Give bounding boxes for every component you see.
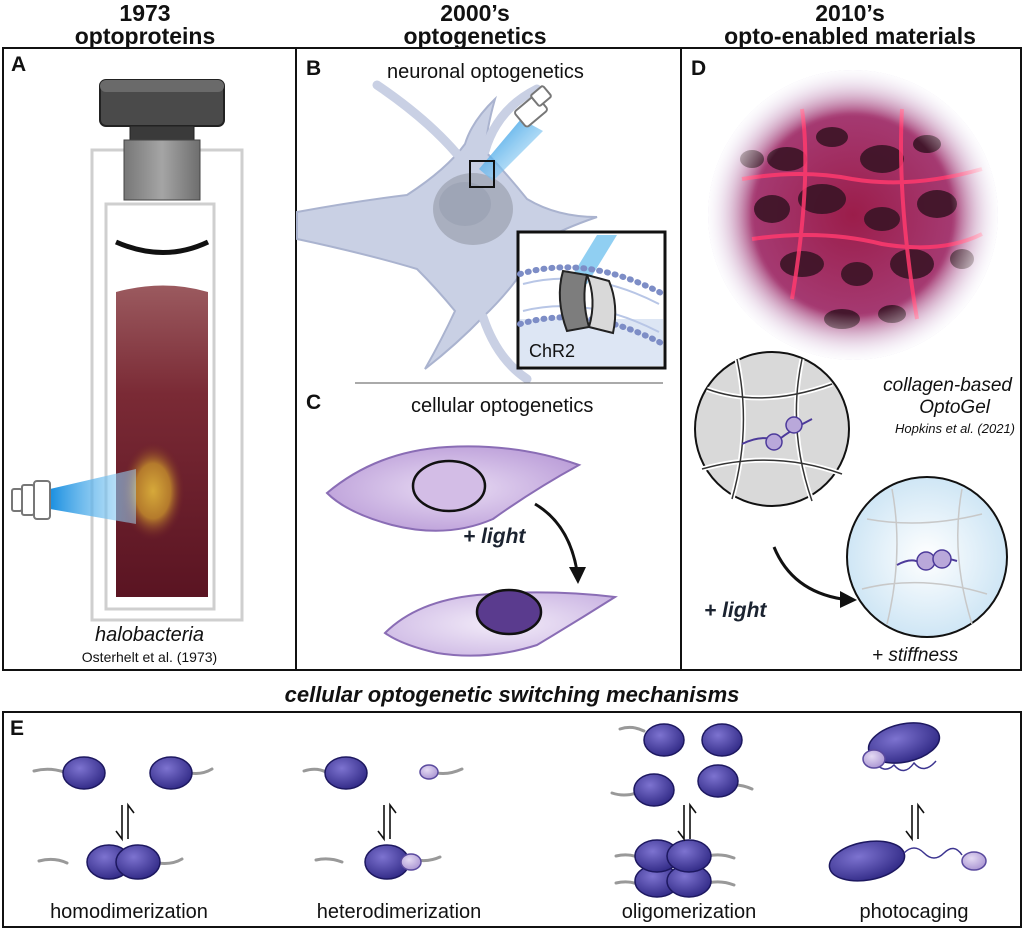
chr2-inset bbox=[516, 230, 667, 370]
panel-a-illustration bbox=[11, 79, 244, 622]
cell-after-light bbox=[383, 588, 618, 657]
header-year-2000s: 2000’s bbox=[440, 0, 510, 26]
halobacteria-glow bbox=[121, 441, 185, 541]
panel-a-caption: halobacteria bbox=[95, 624, 204, 646]
panel-c-light-label: + light bbox=[463, 525, 526, 548]
panel-d: D collagen-based OptoGel Hopkins et al. … bbox=[680, 47, 1022, 671]
oligomer-complex bbox=[634, 839, 712, 898]
header-year-1973: 1973 bbox=[119, 0, 171, 26]
collagen-micrograph bbox=[708, 70, 998, 360]
microscope-objective-icon bbox=[99, 79, 225, 201]
panel-d-light-label: + light bbox=[704, 599, 767, 622]
panel-e-letter: E bbox=[10, 717, 25, 740]
mechanism-label: oligomerization bbox=[621, 901, 757, 923]
heterodimer-monomers bbox=[324, 756, 439, 790]
panel-e: E homodimerization heterodimerization ol… bbox=[2, 711, 1022, 928]
panel-bc-illustration bbox=[296, 80, 667, 657]
panel-c-letter: C bbox=[306, 391, 322, 414]
uncaged-protein bbox=[828, 840, 987, 882]
panel-d-letter: D bbox=[691, 57, 707, 80]
panel-d-illustration bbox=[694, 70, 1008, 638]
optogel-line2: OptoGel bbox=[919, 397, 990, 418]
stiffness-label: + stiffness bbox=[872, 645, 959, 666]
panel-e-illustration bbox=[32, 722, 987, 898]
optogel-before bbox=[694, 351, 850, 507]
panel-a-letter: A bbox=[11, 53, 27, 76]
oligomer-monomers bbox=[633, 723, 743, 807]
mechanism-label: homodimerization bbox=[50, 901, 208, 923]
header-title-opto-materials: opto-enabled materials bbox=[724, 23, 976, 49]
optogel-line1: collagen-based bbox=[883, 375, 1012, 396]
zoom-box bbox=[469, 160, 495, 188]
switching-mechanisms-title: cellular optogenetic switching mechanism… bbox=[284, 682, 740, 707]
panel-b-letter: B bbox=[306, 57, 322, 80]
header-2010s: 2010’s opto-enabled materials bbox=[690, 2, 1010, 48]
optogel-citation: Hopkins et al. (2021) bbox=[895, 421, 1015, 436]
optogel-after bbox=[846, 476, 1008, 638]
header-1973: 1973 optoproteins bbox=[40, 2, 250, 48]
panel-a-citation: Osterhelt et al. (1973) bbox=[81, 649, 218, 665]
panel-a: A halobacteria Osterhelt et al. (1973) bbox=[2, 47, 297, 671]
homodimer-monomers bbox=[62, 756, 193, 790]
photocaged-protein bbox=[862, 722, 941, 772]
equilibrium-arrows-icon bbox=[115, 802, 925, 842]
light-beam-a bbox=[50, 469, 136, 524]
mechanism-label: heterodimerization bbox=[316, 901, 482, 923]
light-arrow-d bbox=[772, 546, 843, 601]
panel-c-title: cellular optogenetics bbox=[411, 395, 594, 417]
header-title-optogenetics: optogenetics bbox=[403, 23, 547, 49]
header-title-optoproteins: optoproteins bbox=[74, 23, 216, 49]
mechanism-label: photocaging bbox=[859, 901, 969, 923]
panel-bc: B neuronal optogenetics ChR2 C cellular … bbox=[295, 47, 682, 671]
flashlight-icon bbox=[514, 85, 552, 128]
header-year-2010s: 2010’s bbox=[815, 0, 885, 26]
flashlight-icon bbox=[11, 480, 51, 520]
cell-before-light bbox=[325, 445, 582, 532]
light-arrow-c bbox=[534, 502, 579, 572]
heterodimer-complex bbox=[364, 844, 422, 880]
header-2000s: 2000’s optogenetics bbox=[370, 2, 580, 48]
panel-b-title: neuronal optogenetics bbox=[387, 61, 584, 83]
inset-label-chr2: ChR2 bbox=[529, 341, 576, 361]
homodimer-complex bbox=[86, 844, 161, 880]
